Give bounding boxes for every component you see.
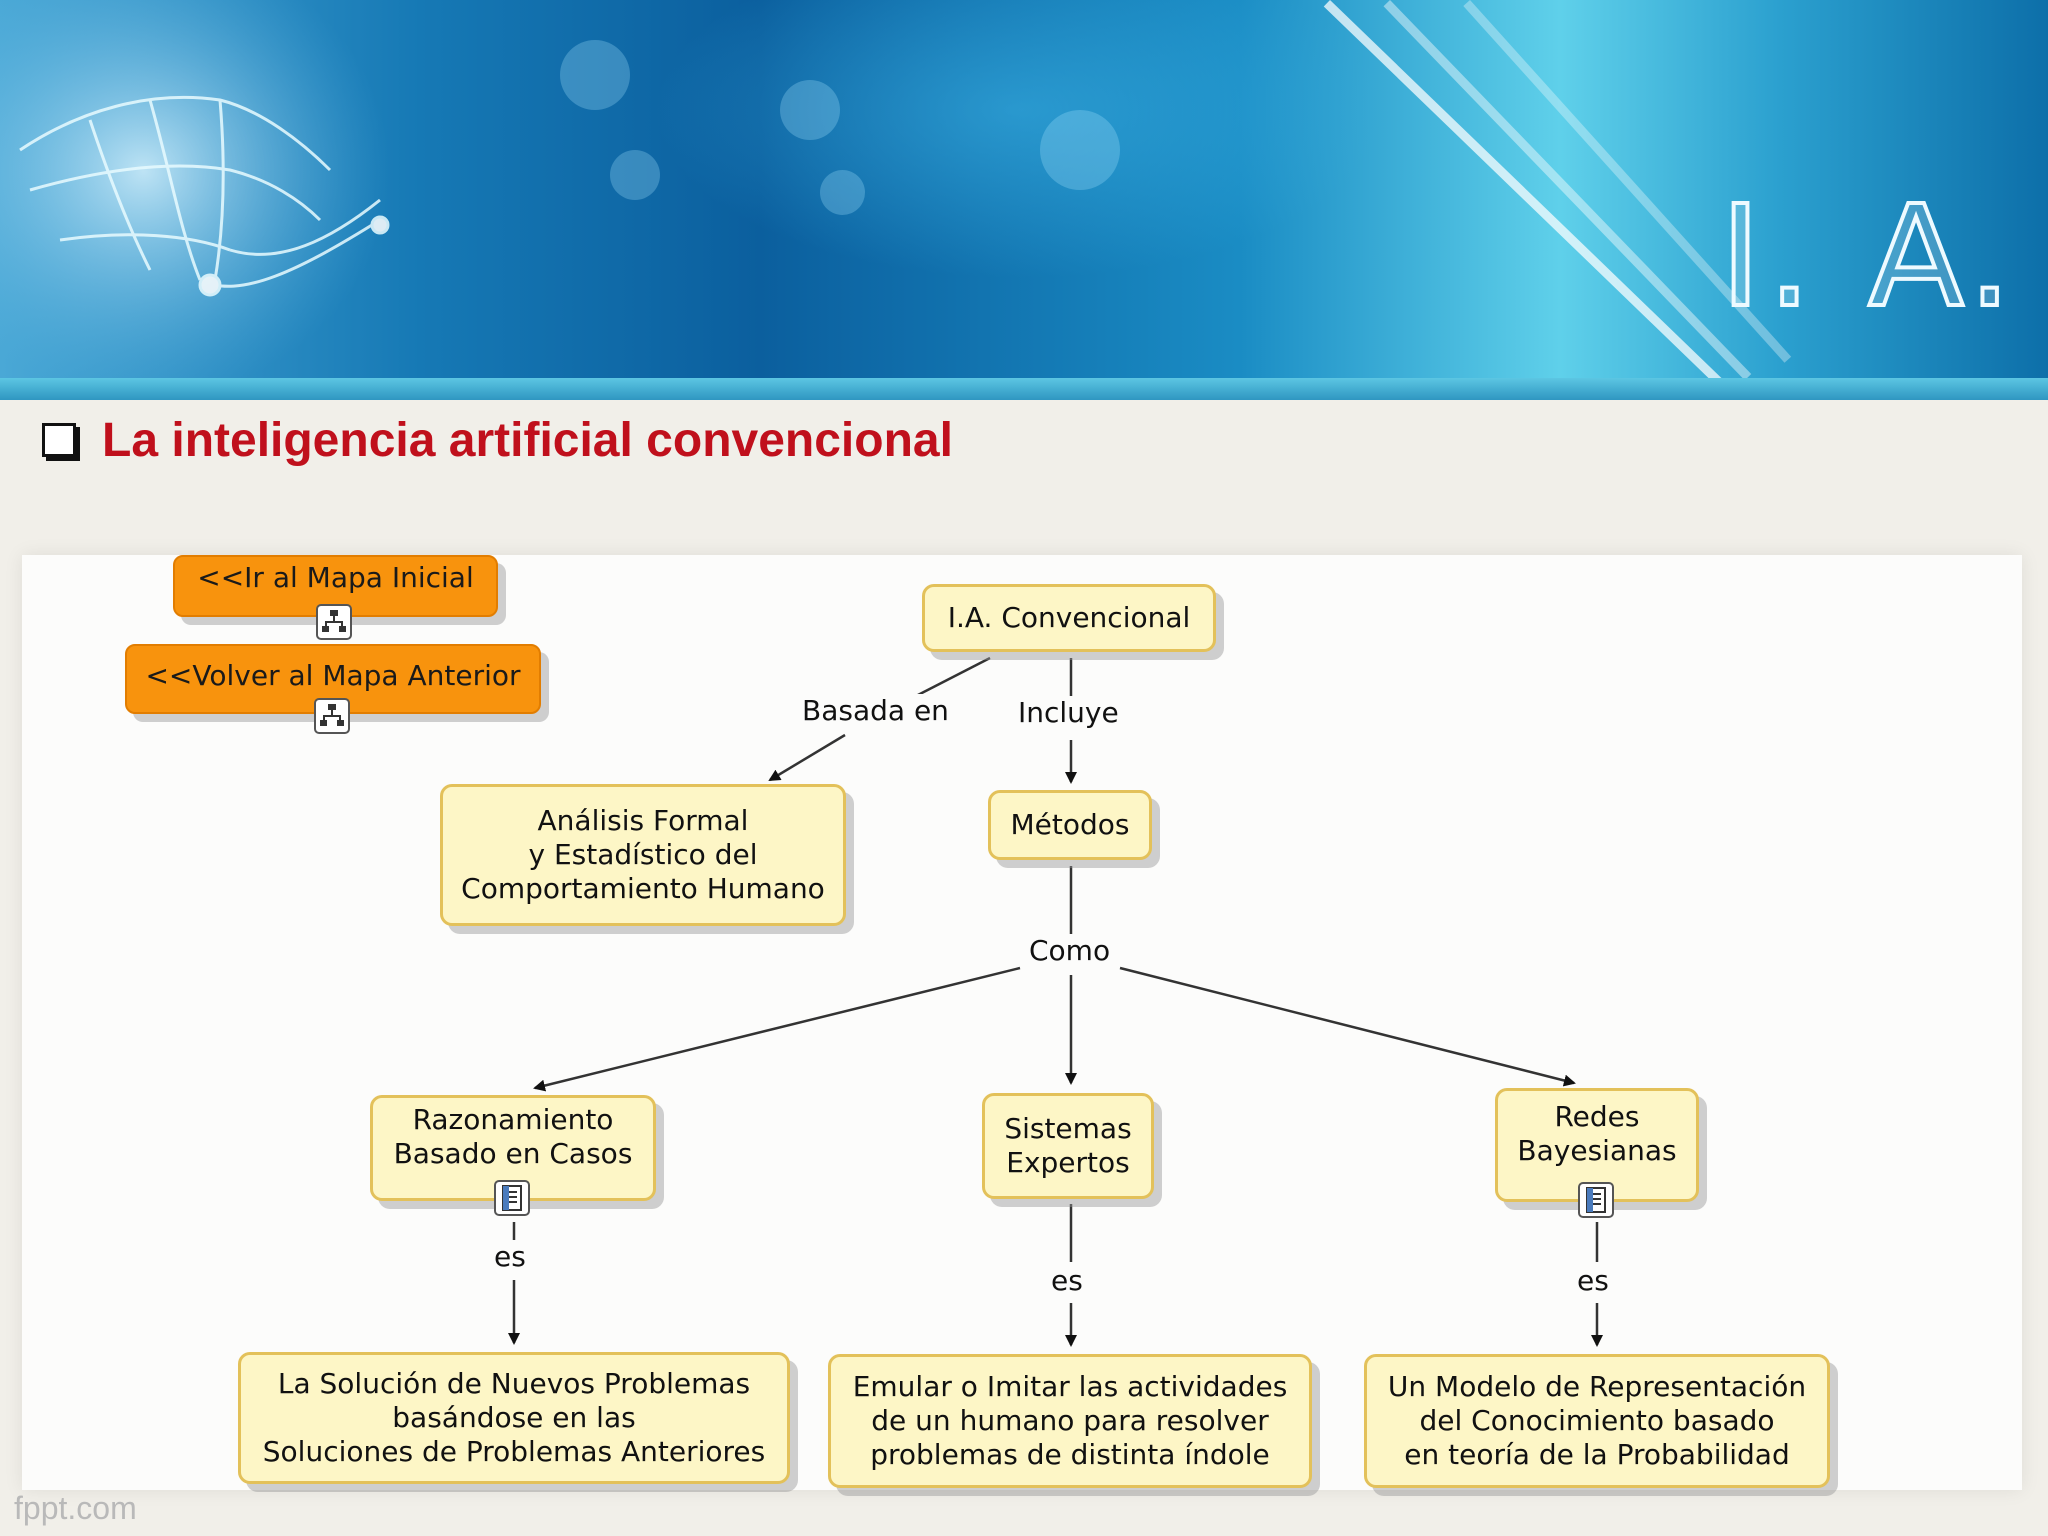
link-como-cbr (533, 966, 1021, 1092)
node-def-razonamiento[interactable]: La Solución de Nuevos Problemas basándos… (238, 1352, 790, 1484)
node-analisis-formal[interactable]: Análisis Formal y Estadístico del Compor… (440, 784, 846, 926)
node-def-sistemas[interactable]: Emular o Imitar las actividades de un hu… (828, 1354, 1312, 1488)
bokeh-dot (780, 80, 840, 140)
node-ia-convencional[interactable]: I.A. Convencional (922, 584, 1216, 652)
concept-map-icon[interactable] (316, 604, 352, 640)
node-def-redes-label: Un Modelo de Representación del Conocimi… (1387, 1370, 1807, 1471)
document-icon[interactable] (494, 1180, 530, 1216)
bokeh-dot (610, 150, 660, 200)
node-redes-bayesianas-label: Redes Bayesianas (1517, 1100, 1677, 1167)
link-label-es-redes: es (1571, 1264, 1615, 1297)
link-label-como: Como (1023, 934, 1117, 967)
go-previous-map-label: <<Volver al Mapa Anterior (145, 659, 521, 692)
bokeh-dot (820, 170, 865, 215)
go-previous-map-button[interactable]: <<Volver al Mapa Anterior (125, 644, 541, 714)
link-label-basada-en: Basada en (796, 694, 955, 727)
title-row: La inteligencia artificial convencional (42, 405, 953, 475)
checkbox-bullet-icon (42, 423, 76, 457)
link-basada-analysis (768, 733, 846, 782)
node-analisis-formal-label: Análisis Formal y Estadístico del Compor… (461, 804, 825, 905)
wireframe-hand-icon (0, 0, 410, 380)
bokeh-dot (1040, 110, 1120, 190)
node-ia-convencional-label: I.A. Convencional (947, 601, 1191, 634)
link-label-incluye: Incluye (1012, 696, 1125, 729)
bokeh-dot (560, 40, 630, 110)
go-initial-map-label: <<Ir al Mapa Inicial (197, 561, 474, 594)
node-razonamiento-casos-label: Razonamiento Basado en Casos (393, 1103, 633, 1170)
node-def-razonamiento-label: La Solución de Nuevos Problemas basándos… (262, 1367, 766, 1468)
node-metodos[interactable]: Métodos (988, 790, 1152, 860)
link-como-bayes (1119, 966, 1576, 1087)
node-sistemas-expertos-label: Sistemas Expertos (1004, 1112, 1132, 1179)
node-sistemas-expertos[interactable]: Sistemas Expertos (982, 1093, 1154, 1199)
slide-title: La inteligencia artificial convencional (102, 413, 953, 467)
link-label-es-sistemas: es (1045, 1264, 1089, 1297)
ia-logo: I. A. (1718, 176, 2018, 339)
node-def-redes[interactable]: Un Modelo de Representación del Conocimi… (1364, 1354, 1830, 1488)
node-def-sistemas-label: Emular o Imitar las actividades de un hu… (852, 1370, 1288, 1471)
footer-watermark: fppt.com (14, 1490, 137, 1526)
node-metodos-label: Métodos (1010, 808, 1130, 841)
document-icon[interactable] (1578, 1182, 1614, 1218)
header-divider (0, 378, 2048, 400)
header-banner: I. A. (0, 0, 2048, 380)
link-label-es-razonamiento: es (488, 1240, 532, 1273)
node-redes-bayesianas[interactable]: Redes Bayesianas (1495, 1088, 1699, 1202)
concept-map-icon[interactable] (314, 698, 350, 734)
link-root-basada (915, 656, 991, 698)
